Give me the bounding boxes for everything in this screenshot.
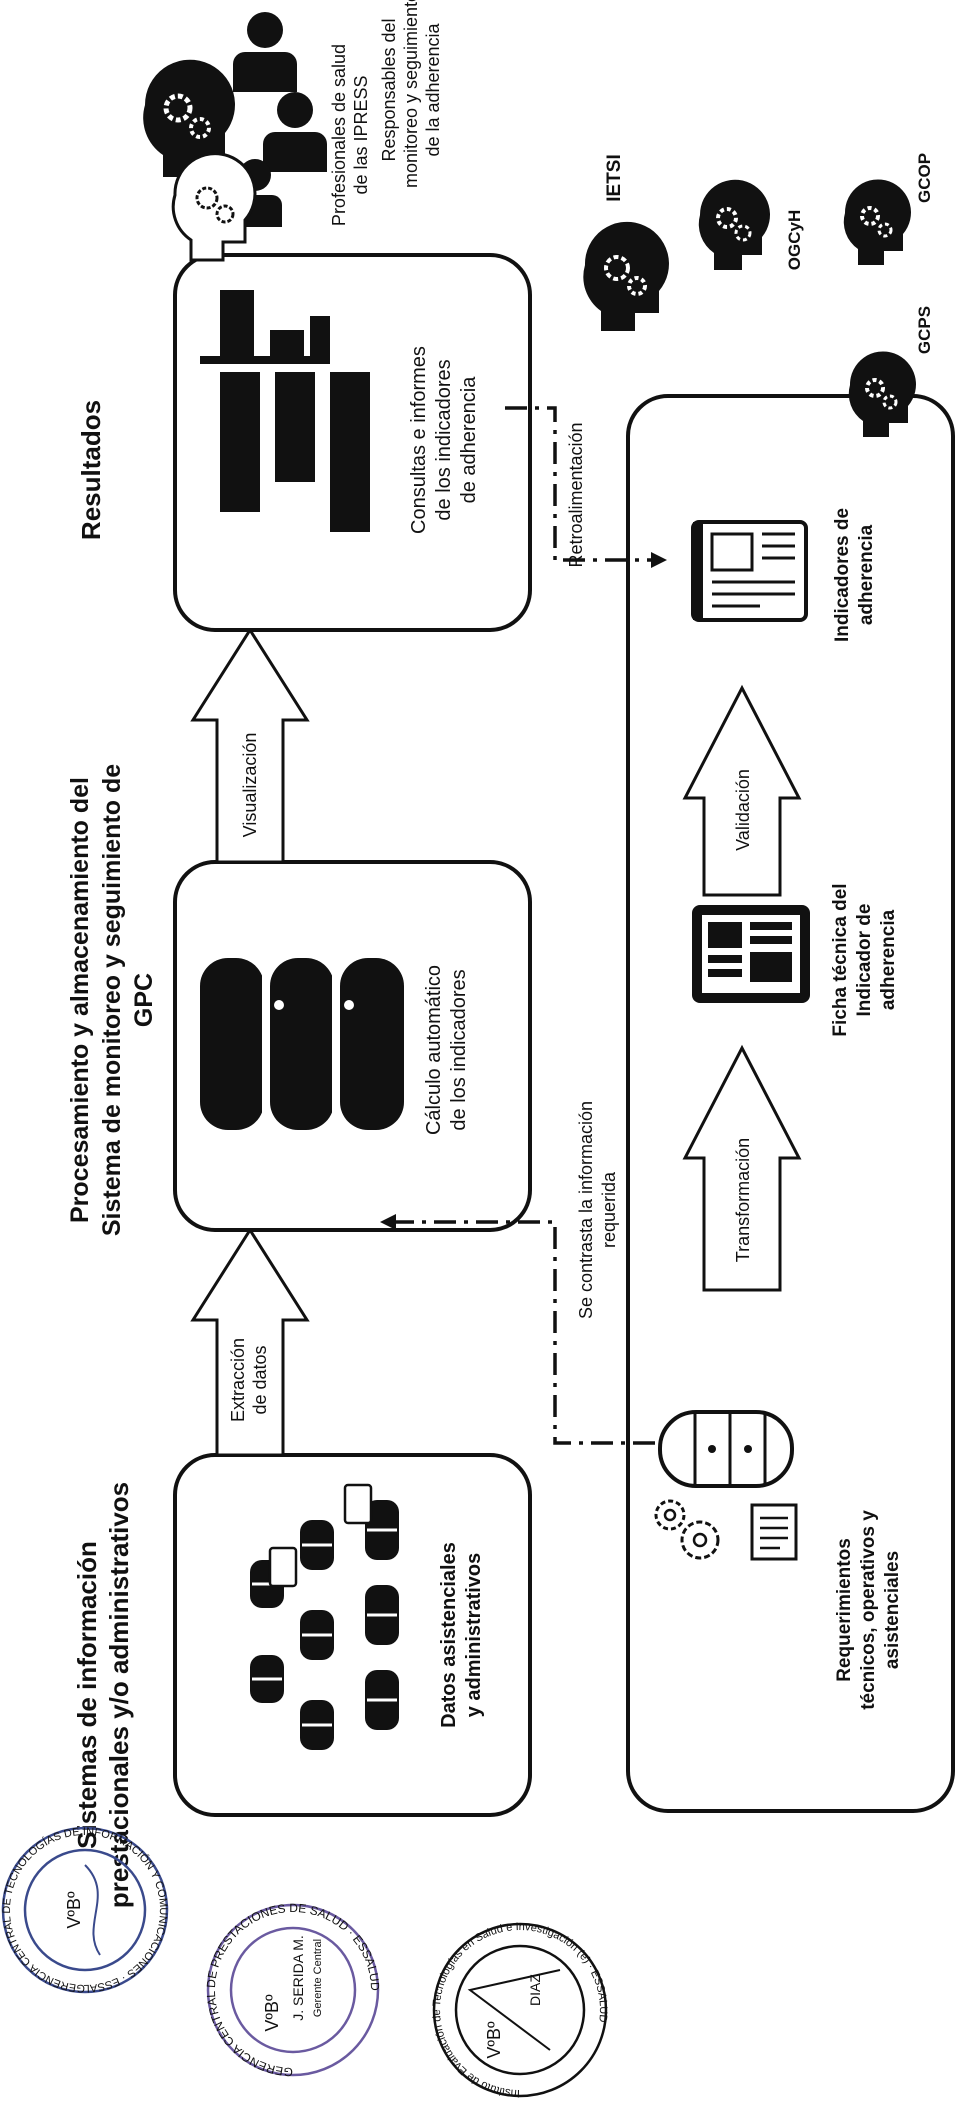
retroalimentacion-label: Retroalimentación [566,422,586,567]
svg-text:de los indicadores: de los indicadores [448,969,470,1130]
svg-text:Indicador de: Indicador de [854,904,875,1017]
svg-text:Profesionales de salud: Profesionales de salud [329,44,349,226]
procesamiento-title: Procesamiento y almacenamiento del Siste… [66,764,158,1236]
indicadores-label: Indicadores de adherencia [832,508,877,642]
svg-text:Cálculo automático: Cálculo automático [423,965,445,1135]
sistemas-title: Sistemas de información prestacionales y… [72,1482,134,1908]
extraccion-arrow [190,1227,310,1457]
consultas-label: Consultas e informes de los indicadores … [408,346,480,534]
transformacion-arrow [682,1044,802,1292]
svg-text:Responsables del: Responsables del [379,18,399,161]
svg-text:y administrativos: y administrativos [463,1553,485,1718]
svg-text:Requerimientos: Requerimientos [834,1538,855,1682]
retroalimentacion-connector [505,406,667,568]
database-server-icon [200,958,404,1130]
transformacion-label: Transformación [733,1138,753,1262]
svg-text:Se contrasta la información: Se contrasta la información [576,1101,596,1319]
svg-text:monitoreo y seguimiento: monitoreo y seguimiento [401,0,421,188]
profesionales-label: Profesionales de salud de las IPRESS [329,44,371,226]
resultados-title: Resultados [76,400,106,540]
ietsi-label: IETSI [604,154,625,202]
database-gear-icon [654,1410,798,1561]
svg-text:requerida: requerida [599,1171,619,1248]
gcps-head-icon [848,351,916,437]
visualizacion-label: Visualización [240,733,260,838]
svg-text:Instituto de Evaluación de Tec: Instituto de Evaluación de Tecnologías e… [431,1921,609,2099]
svg-text:VºBº: VºBº [484,2021,504,2059]
ogcyh-label: OGCyH [785,210,804,270]
ietsi-head-icon [583,221,669,331]
document-icon [692,905,810,1003]
svg-text:GPC: GPC [130,973,158,1027]
calculo-label: Cálculo automático de los indicadores [423,965,470,1135]
requerimientos-label: Requerimientos técnicos, operativos y as… [834,1510,903,1710]
svg-text:DIAZ: DIAZ [527,1974,543,2006]
svg-text:Ficha técnica del: Ficha técnica del [830,883,851,1036]
svg-text:Gerente Central: Gerente Central [312,1939,324,2017]
gcop-label: GCOP [915,153,934,203]
svg-text:asistenciales: asistenciales [882,1551,903,1669]
ficha-label: Ficha técnica del Indicador de adherenci… [830,883,899,1036]
ogcyh-head-icon [698,179,770,270]
svg-text:de datos: de datos [250,1345,270,1414]
gear-icon [654,1499,720,1560]
svg-text:adherencia: adherencia [878,909,899,1010]
svg-text:Procesamiento y almacenamiento: Procesamiento y almacenamiento del [66,777,94,1223]
datos-label: Datos asistenciales y administrativos [438,1542,485,1728]
head-outline-gears-icon [171,152,257,262]
svg-text:Sistema de monitoreo y seguimi: Sistema de monitoreo y seguimiento de [98,764,126,1236]
svg-text:técnicos, operativos y: técnicos, operativos y [858,1510,879,1710]
svg-text:Resultados: Resultados [76,400,106,540]
contrasta-connector [380,1214,655,1445]
validacion-arrow [682,684,802,897]
stamp-tecnologias: GERENCIA CENTRAL DE TECNOLOGÍAS DE INFOR… [0,1826,169,1999]
newspaper-icon [691,520,808,622]
svg-text:de adherencia: de adherencia [458,376,480,504]
svg-text:VºBº: VºBº [64,1891,84,1929]
responsables-label: Responsables del monitoreo y seguimiento… [379,0,443,188]
stamp-prestaciones: GERENCIA CENTRAL DE PRESTACIONES DE SALU… [204,1901,382,2079]
svg-text:de los indicadores: de los indicadores [433,359,455,520]
svg-text:de las IPRESS: de las IPRESS [351,75,371,194]
contrasta-label: Se contrasta la información requerida [576,1101,619,1319]
svg-text:Indicadores de: Indicadores de [832,508,853,642]
stamp-ietsi: Instituto de Evaluación de Tecnologías e… [431,1921,609,2099]
svg-text:adherencia: adherencia [856,524,877,625]
validacion-label: Validación [733,769,753,851]
gcps-label: GCPS [915,306,934,354]
svg-text:J. SERIDA M.: J. SERIDA M. [290,1935,306,2021]
datos-box [173,1453,532,1817]
bar-chart-icon [200,290,370,532]
svg-text:de la adherencia: de la adherencia [423,22,443,156]
svg-text:prestacionales y/o administrat: prestacionales y/o administrativos [104,1482,134,1908]
svg-text:Datos asistenciales: Datos asistenciales [438,1542,460,1728]
svg-text:Extracción: Extracción [228,1338,248,1422]
svg-text:Consultas e informes: Consultas e informes [408,346,430,534]
database-cluster-icon [250,1483,399,1750]
visualizacion-arrow [190,627,310,864]
extraccion-label: Extracción de datos [228,1338,270,1422]
svg-text:Sistemas de información: Sistemas de información [72,1541,102,1849]
head-gears-icon [143,59,235,178]
document-small-icon [750,1503,798,1561]
gcop-head-icon [843,179,911,265]
svg-text:VºBº: VºBº [262,1994,282,2032]
